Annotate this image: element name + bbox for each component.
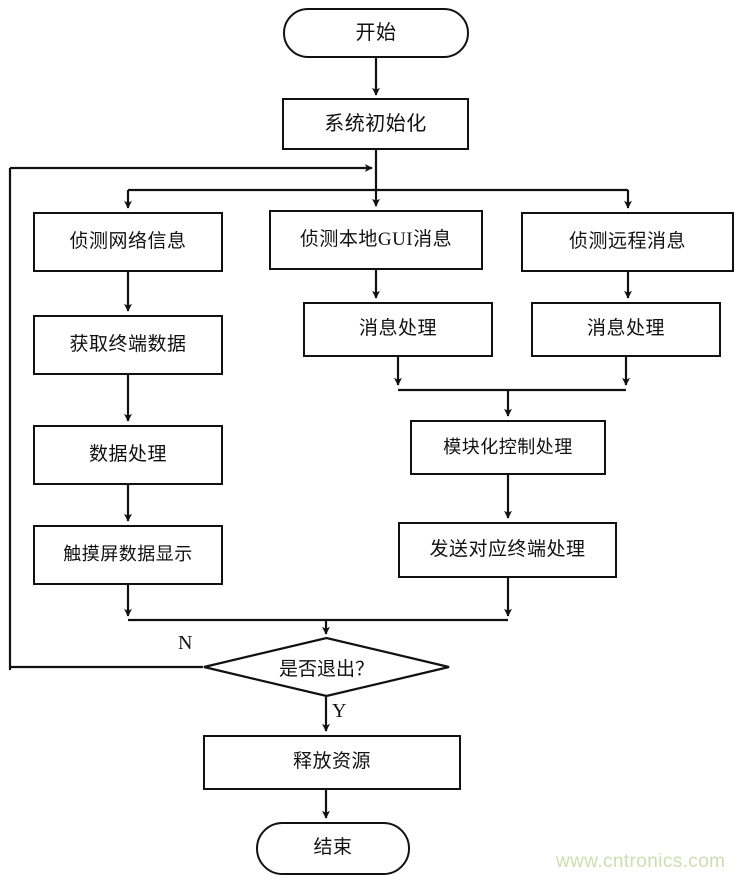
node-data-process-label: 数据处理 (88, 443, 167, 465)
node-system-init[interactable]: 系统初始化 (282, 98, 469, 150)
node-detect-local-gui-message[interactable]: 侦测本地GUI消息 (269, 210, 483, 270)
node-message-process-gui[interactable]: 消息处理 (303, 302, 493, 357)
watermark-text: www.cntronics.com (556, 851, 726, 872)
node-detect-local-gui-message-label: 侦测本地GUI消息 (299, 228, 453, 250)
node-detect-remote-message[interactable]: 侦测远程消息 (521, 212, 734, 272)
node-decision-is-exit-label: 是否退出？ (278, 658, 374, 680)
node-data-process[interactable]: 数据处理 (33, 425, 223, 485)
node-end-label: 结束 (313, 837, 353, 859)
node-message-process-remote[interactable]: 消息处理 (531, 302, 721, 357)
node-start[interactable]: 开始 (283, 8, 469, 58)
node-send-to-terminal-process-label: 发送对应终端处理 (429, 538, 586, 560)
node-modular-control-process-label: 模块化控制处理 (443, 436, 573, 457)
node-get-terminal-data[interactable]: 获取终端数据 (33, 315, 223, 375)
node-start-label: 开始 (355, 22, 397, 44)
decision-diamond-shape (203, 637, 450, 697)
node-release-resources[interactable]: 释放资源 (203, 735, 461, 790)
node-detect-network-info[interactable]: 侦测网络信息 (33, 212, 223, 272)
node-detect-network-info-label: 侦测网络信息 (69, 230, 187, 252)
edge-label-no: N (178, 632, 193, 654)
node-message-process-remote-label: 消息处理 (586, 318, 665, 340)
node-release-resources-label: 释放资源 (292, 751, 371, 773)
node-touchscreen-data-display[interactable]: 触摸屏数据显示 (33, 525, 223, 585)
node-detect-remote-message-label: 侦测远程消息 (568, 230, 686, 252)
node-decision-is-exit[interactable]: 是否退出？ (203, 637, 450, 697)
node-send-to-terminal-process[interactable]: 发送对应终端处理 (398, 522, 617, 578)
edge-label-yes: Y (332, 700, 347, 722)
node-message-process-gui-label: 消息处理 (358, 318, 437, 340)
node-end[interactable]: 结束 (256, 822, 410, 875)
node-system-init-label: 系统初始化 (324, 113, 427, 135)
node-modular-control-process[interactable]: 模块化控制处理 (410, 420, 606, 475)
node-touchscreen-data-display-label: 触摸屏数据显示 (63, 544, 193, 565)
node-get-terminal-data-label: 获取终端数据 (69, 333, 187, 355)
